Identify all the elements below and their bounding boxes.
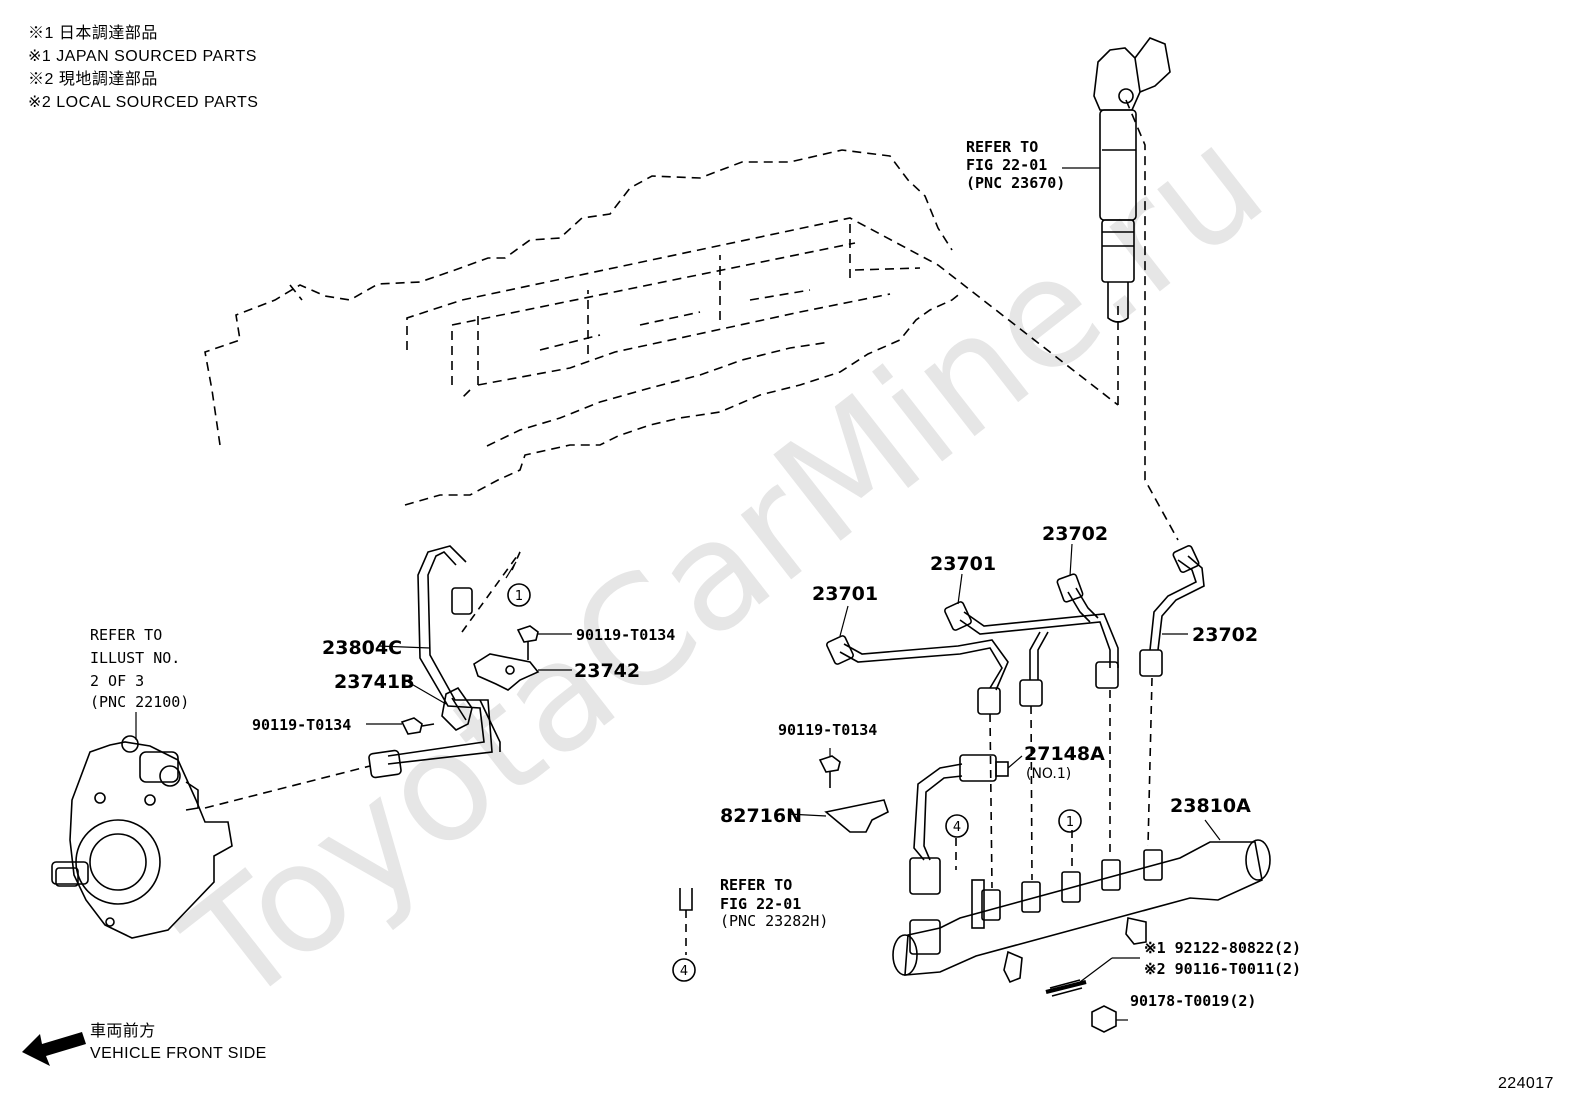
sensor-wire-27148A: [909, 754, 1009, 895]
ref-sensor-line2: FIG 22-01: [720, 895, 801, 913]
note-japan-jp: ※1 日本調達部品: [28, 25, 158, 42]
label-90119-a: 90119-T0134: [576, 626, 675, 644]
label-27148A: 27148A: [1024, 743, 1105, 765]
ref-pump-line2: ILLUST NO.: [90, 649, 180, 667]
ref-injector-line2: FIG 22-01: [966, 156, 1047, 174]
bolt-90119-c: [818, 755, 841, 788]
callout-1a: 1: [515, 589, 523, 604]
label-23702-b: 23702: [1192, 624, 1258, 646]
pipe-nut-pump-side: [368, 749, 402, 779]
injection-pipes: [826, 544, 1205, 715]
label-23741B: 23741B: [334, 671, 415, 693]
callout-circle-1b: [1058, 809, 1082, 833]
clamp-23742: [473, 653, 540, 691]
ref-pump-line1: REFER TO: [90, 626, 162, 644]
label-23804C: 23804C: [322, 637, 402, 659]
clamp-23741B: [441, 686, 473, 731]
leader-lines: [366, 543, 1221, 1021]
note-local-jp: ※2 現地調達部品: [28, 71, 158, 88]
vehicle-front-jp: 車両前方: [90, 1022, 156, 1040]
pump-pipe-link: [204, 765, 371, 809]
label-92122: ※1 92122-80822(2): [1144, 939, 1301, 957]
label-82716N: 82716N: [720, 805, 802, 827]
bracket-82716N: [824, 799, 889, 833]
rail-drop-lines: [685, 677, 1153, 955]
vehicle-front-arrow-icon: [22, 1032, 86, 1066]
label-90178: 90178-T0019(2): [1130, 992, 1256, 1010]
label-23742: 23742: [574, 660, 640, 682]
label-90116: ※2 90116-T0011(2): [1144, 960, 1301, 978]
bolt-90119-b: [400, 717, 435, 735]
label-90119-b: 90119-T0134: [252, 716, 351, 734]
callout-4a: 4: [953, 820, 961, 835]
nut-90178: [1091, 1005, 1117, 1033]
sensor-ref-bracket: [679, 888, 693, 911]
label-90119-c: 90119-T0134: [778, 721, 877, 739]
bolt-90119-a: [516, 625, 539, 660]
injector: [1062, 37, 1171, 323]
supply-pump: [51, 712, 233, 939]
label-23701-a: 23701: [812, 583, 878, 605]
engine-outline: [204, 149, 1119, 506]
label-23701-b: 23701: [930, 553, 996, 575]
ref-injector-line3: (PNC 23670): [966, 174, 1065, 192]
pipe-23804C-dash: [461, 551, 521, 633]
callout-1b: 1: [1066, 815, 1074, 830]
callout-circle-4b: [672, 958, 696, 982]
fuel-rail-23810A: [892, 839, 1271, 984]
label-27148A-sub: (NO.1): [1026, 766, 1071, 782]
pipe-23804C: [387, 545, 501, 765]
label-23810A: 23810A: [1170, 795, 1251, 817]
figure-id: 224017: [1498, 1075, 1554, 1092]
callout-4b: 4: [680, 964, 688, 979]
callout-circle-1a: [507, 583, 531, 607]
callout-circle-4a: [945, 814, 969, 838]
injector-link: [1125, 99, 1179, 541]
note-japan-en: ※1 JAPAN SOURCED PARTS: [28, 48, 257, 65]
ref-pump-line4: (PNC 22100): [90, 693, 189, 711]
note-local-en: ※2 LOCAL SOURCED PARTS: [28, 94, 259, 111]
stud-92122: [1045, 979, 1087, 997]
ref-sensor-line1: REFER TO: [720, 876, 792, 894]
ref-pump-line3: 2 OF 3: [90, 672, 144, 690]
vehicle-front-en: VEHICLE FRONT SIDE: [90, 1045, 267, 1062]
ref-injector-line1: REFER TO: [966, 138, 1038, 156]
label-23702-a: 23702: [1042, 523, 1108, 545]
ref-sensor-line3: (PNC 23282H): [720, 912, 828, 930]
